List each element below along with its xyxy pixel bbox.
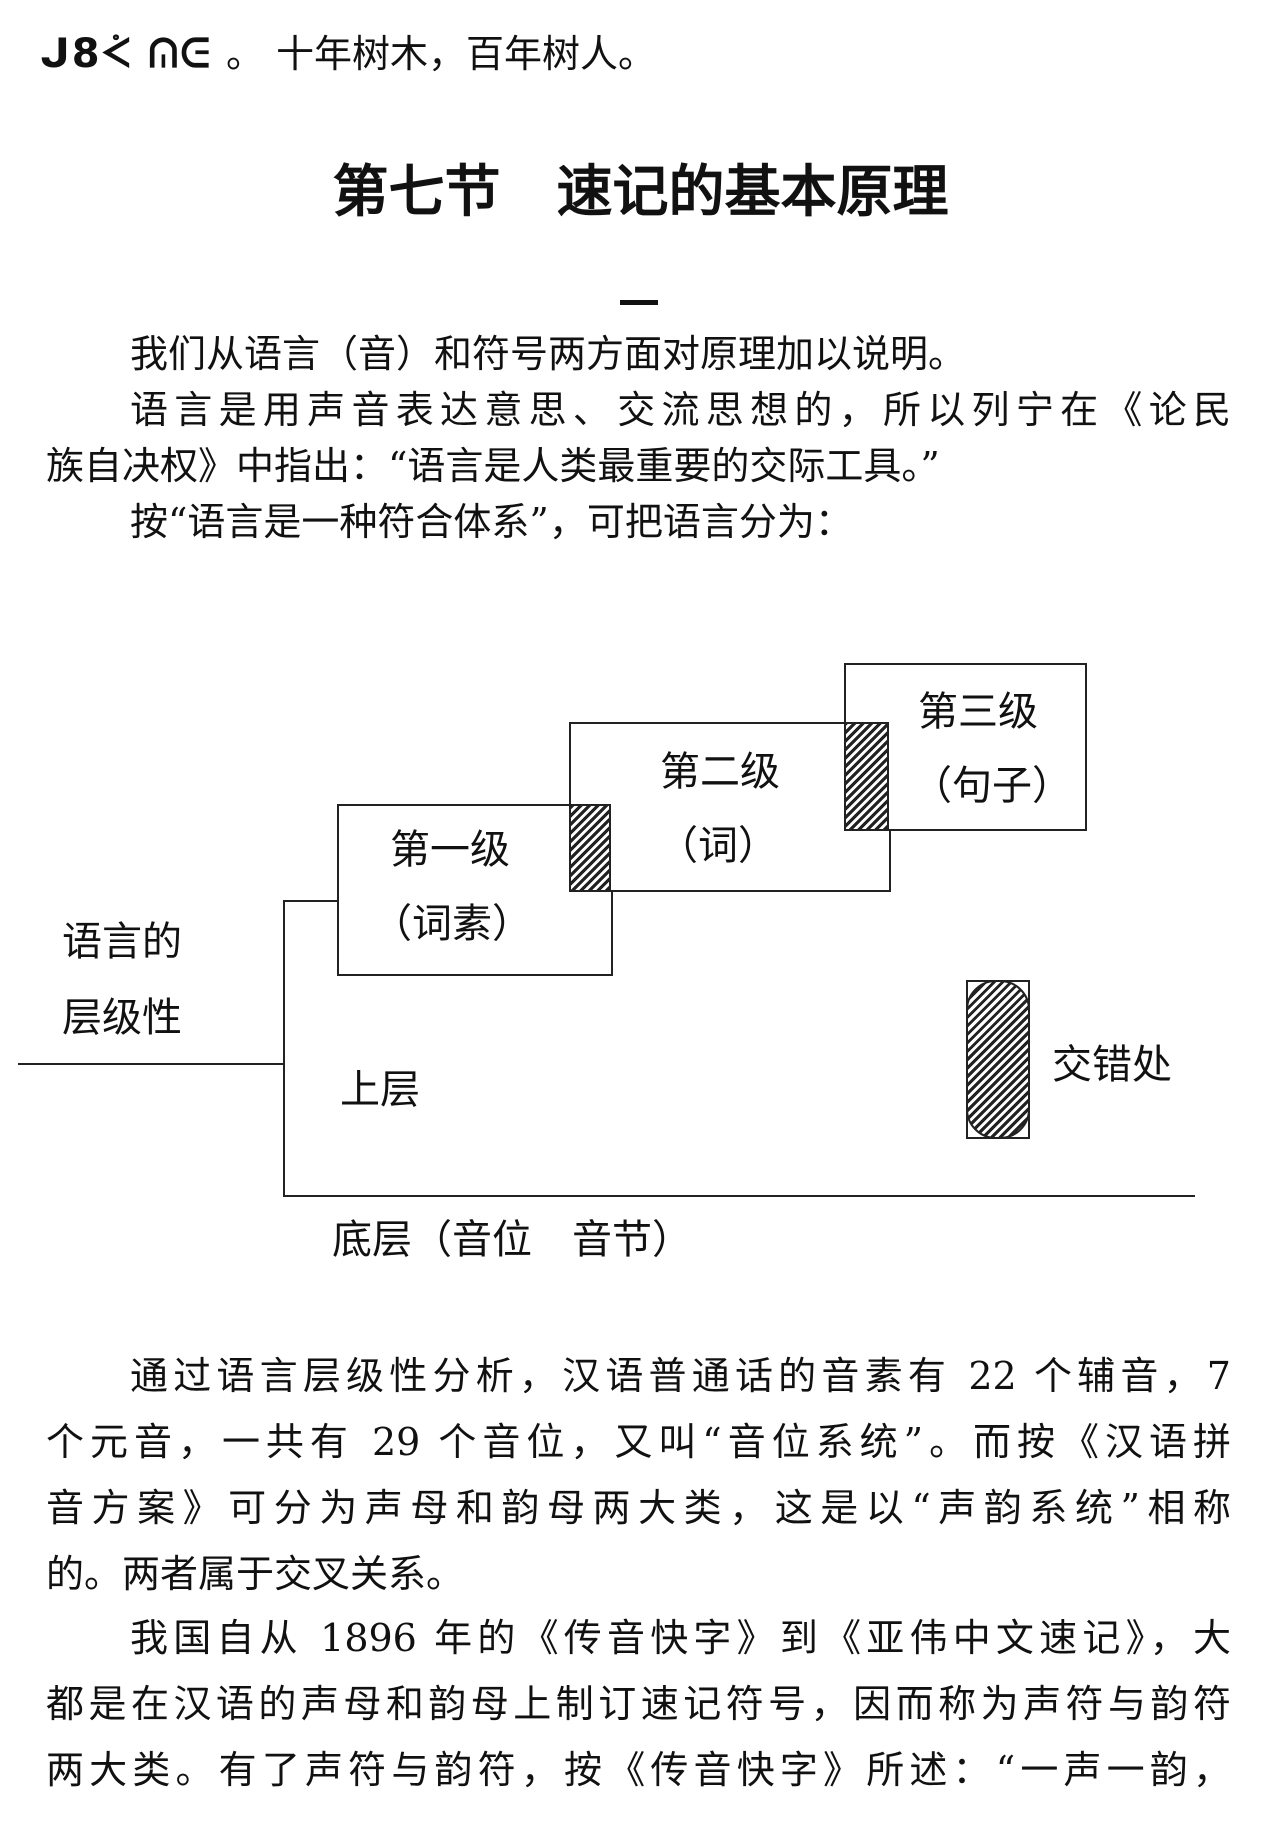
- paragraph-line-3: 族自决权》中指出：“语言是人类最重要的交际工具。”: [46, 444, 940, 488]
- level2-unit: （词）: [658, 823, 778, 869]
- page-header: ᒍ8ᢵ ᕬᕮ 。 十年树木，百年树人。: [40, 30, 656, 78]
- section-title: 第七节 速记的基本原理: [332, 160, 949, 225]
- axis-label-line2: 层级性: [62, 995, 182, 1041]
- shorthand-glyphs: ᒍ8ᢵ ᕬᕮ: [40, 31, 212, 77]
- overlap-hatch-1-2: [569, 804, 611, 892]
- legend-label: 交错处: [1052, 1042, 1172, 1088]
- axis-bottom-line: [283, 1195, 1195, 1197]
- body-line-5: 我国自从 1896 年的《传音快字》到《亚伟中文速记》，大: [130, 1616, 1231, 1660]
- axis-left-line: [18, 1063, 284, 1065]
- bottom-layer-label: 底层（音位 音节）: [332, 1217, 692, 1263]
- level1-name: 第一级: [390, 827, 510, 873]
- level3-unit: （句子）: [912, 763, 1072, 809]
- level3-name: 第三级: [918, 689, 1038, 735]
- paragraph-line-4: 按“语言是一种符合体系”，可把语言分为：: [130, 500, 853, 544]
- upper-layer-label: 上层: [340, 1067, 420, 1113]
- level1-unit: （词素）: [372, 901, 532, 947]
- body-line-4: 的。两者属于交叉关系。: [46, 1552, 465, 1596]
- paragraph-line-1: 我们从语言（音）和符号两方面对原理加以说明。: [130, 332, 967, 376]
- body-line-7: 两大类。有了声符与韵符，按《传音快字》所述：“一声一韵，: [46, 1748, 1231, 1792]
- paragraph-line-2: 语言是用声音表达意思、交流思想的，所以列宁在《论民: [130, 388, 1231, 432]
- header-proverb: 。 十年树木，百年树人。: [225, 32, 657, 76]
- level1-box: [337, 804, 613, 976]
- body-line-2: 个元音，一共有 29 个音位，又叫“音位系统”。而按《汉语拼: [46, 1420, 1231, 1464]
- axis-step-line: [283, 900, 339, 902]
- axis-label-line1: 语言的: [62, 919, 182, 965]
- body-line-3: 音方案》可分为声母和韵母两大类，这是以“声韵系统”相称: [46, 1486, 1231, 1530]
- body-line-6: 都是在汉语的声母和韵母上制订速记符号，因而称为声符与韵符: [46, 1682, 1231, 1726]
- axis-vertical-line: [283, 900, 285, 1196]
- section-number: 一: [620, 300, 658, 305]
- legend-swatch-frame: [966, 980, 1030, 1139]
- level2-name: 第二级: [660, 749, 780, 795]
- body-line-1: 通过语言层级性分析，汉语普通话的音素有 22 个辅音，7: [130, 1354, 1231, 1398]
- overlap-hatch-2-3: [844, 722, 889, 831]
